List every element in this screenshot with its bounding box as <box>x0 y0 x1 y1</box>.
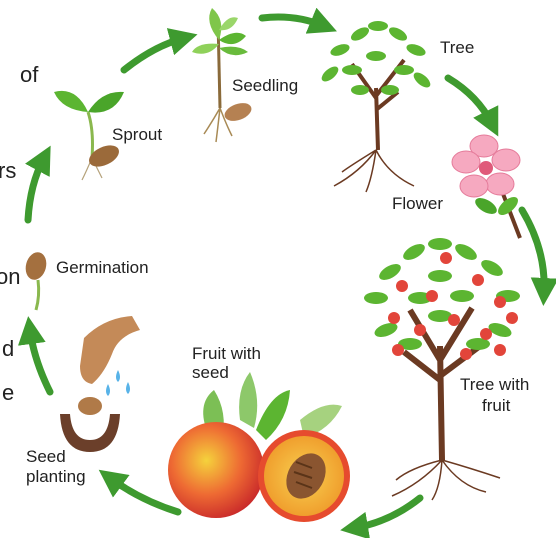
stage-label-tree-with-fruit-line1: Tree with <box>460 375 529 394</box>
stage-label-flower: Flower <box>392 194 443 213</box>
stage-label-fruit-with-seed-line1: Fruit with <box>192 344 261 363</box>
stage-label-germination: Germination <box>56 258 149 277</box>
arrow-flower-to-tree-with-fruit <box>522 210 544 292</box>
stage-label-sprout: Sprout <box>112 125 162 144</box>
tree-with-fruit-illustration <box>364 238 520 500</box>
cropped-text-fragment-5: e <box>2 380 14 405</box>
arrow-tree-to-flower <box>448 78 492 124</box>
cropped-text-fragment-1: of <box>20 62 39 87</box>
whole-peach <box>168 422 264 518</box>
flower-illustration <box>452 135 521 238</box>
stage-label-tree-with-fruit-line2: fruit <box>482 396 511 415</box>
cropped-text-fragment-4: d <box>2 336 14 361</box>
stage-label-fruit-with-seed-line2: seed <box>192 363 229 382</box>
seedling-illustration <box>192 8 254 142</box>
cropped-text-fragment-3: on <box>0 264 20 289</box>
arrow-tree-with-fruit-to-fruit <box>354 498 420 528</box>
germination-illustration <box>23 250 50 310</box>
arrow-seed-planting-to-germination <box>30 330 50 392</box>
stage-label-seed-planting-line1: Seed <box>26 447 66 466</box>
arrow-fruit-to-seed-planting <box>110 478 178 512</box>
fruit-illustration <box>168 372 350 522</box>
stage-label-tree: Tree <box>440 38 474 57</box>
stage-label-seed-planting-line2: planting <box>26 467 86 486</box>
tree-illustration <box>319 21 433 192</box>
arrow-germination-to-sprout <box>28 158 44 220</box>
seed-planting-illustration <box>60 316 140 452</box>
arrow-seedling-to-tree <box>262 17 324 26</box>
cropped-text-fragment-2: rs <box>0 158 16 183</box>
stage-label-seedling: Seedling <box>232 76 298 95</box>
arrow-sprout-to-seedling <box>124 38 184 70</box>
